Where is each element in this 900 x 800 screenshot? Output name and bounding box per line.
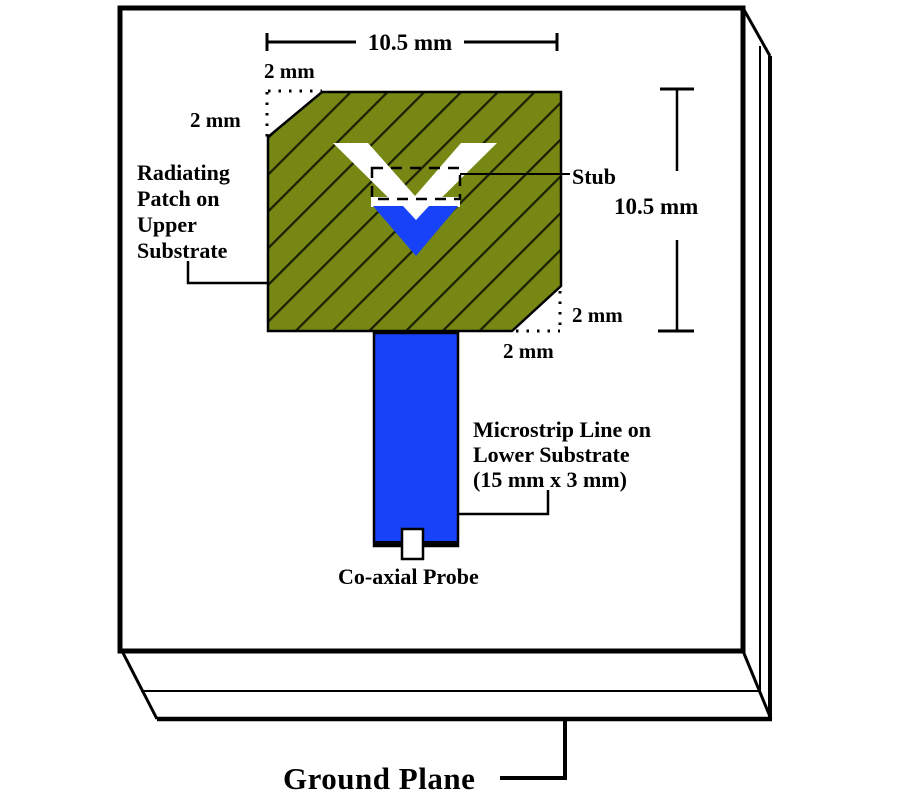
radiating-patch-caption-line1: Radiating [137, 160, 230, 185]
ground-plane-leader-line [500, 719, 567, 780]
microstrip-caption-line1: Microstrip Line on [473, 417, 651, 442]
microstrip-caption-line3: (15 mm x 3 mm) [473, 467, 627, 492]
slab-bottom-left-depth-edge [120, 650, 159, 720]
ground-plane-label: Ground Plane [283, 761, 475, 796]
patch-label-leader-line [186, 261, 267, 285]
coaxial-probe-marker [400, 527, 425, 561]
microstrip-caption-line2: Lower Substrate [473, 442, 630, 467]
radiating-patch-caption-line2: Patch on [137, 186, 220, 211]
bottom-corner-cut-h-label: 2 mm [503, 339, 554, 363]
feed-stub-chevron [373, 206, 458, 256]
radiating-patch-caption-line3: Upper [137, 212, 197, 237]
patch-width-label: 10.5 mm [368, 30, 452, 55]
patch-height-label: 10.5 mm [614, 194, 698, 219]
stub-label: Stub [572, 164, 616, 189]
coaxial-probe-label: Co-axial Probe [338, 564, 479, 589]
slab-bottom-right-depth-edge [741, 650, 773, 720]
slot-gap-band [371, 197, 460, 207]
top-corner-cut-v-label: 2 mm [190, 108, 241, 132]
microstrip-label-leader-line [459, 490, 550, 516]
slab-top-right-depth-edge [741, 7, 772, 57]
bottom-corner-cut-v-label: 2 mm [572, 303, 623, 327]
top-corner-cut-h-label: 2 mm [264, 59, 315, 83]
v-slot [333, 143, 497, 224]
microstrip-line [372, 331, 460, 548]
stub-dashed-outline [370, 166, 462, 201]
radiating-patch-caption-line4: Substrate [137, 238, 228, 263]
